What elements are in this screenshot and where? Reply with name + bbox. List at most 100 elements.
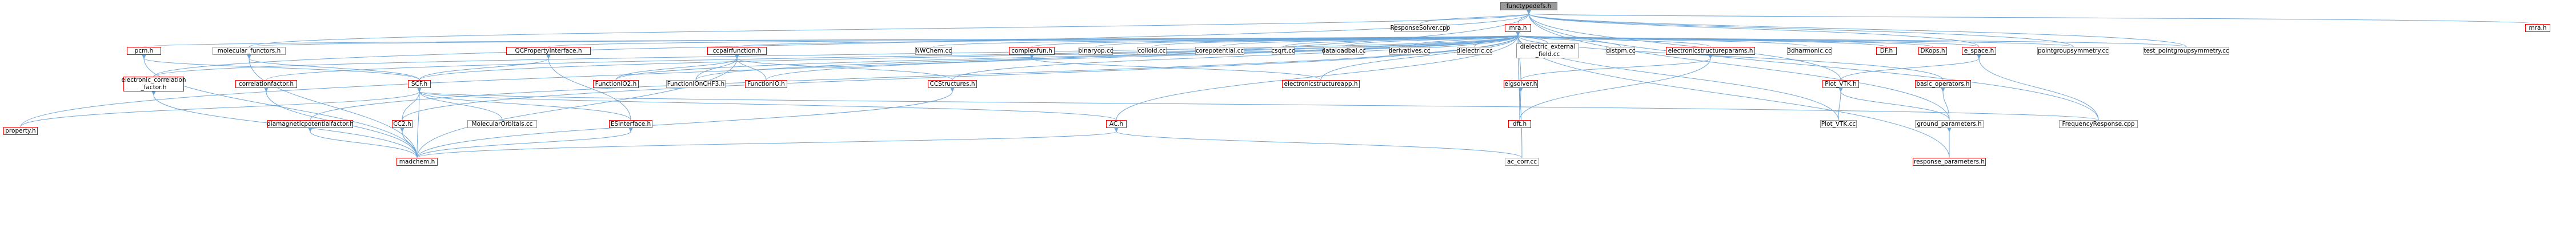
edge-plot-vtk-h-to-plot-vtk-cc: [1838, 87, 1844, 121]
node-esinterface[interactable]: ESInterface.h: [609, 120, 652, 128]
node-df[interactable]: DF.h: [1876, 47, 1897, 55]
edge-mra-to-ccstructures: [952, 31, 1521, 81]
node-test-pointgroup[interactable]: test_pointgroupsymmetry.cc: [2144, 47, 2229, 55]
node-plot-vtk-cc[interactable]: Plot_VTK.cc: [1820, 120, 1857, 128]
edge-esinterface-to-madchem: [416, 127, 634, 158]
edge-mra-to-test-pointgroup: [1515, 31, 2187, 47]
root-node-functypedefs: functypedefs.h: [1500, 2, 1557, 10]
node-ac-corr[interactable]: ac_corr.cc: [1505, 158, 1539, 166]
edge-espace-to-frequencyresponse: [1976, 54, 2099, 121]
node-scf[interactable]: SCF.h: [408, 80, 431, 88]
edge-scf-to-madchem: [416, 87, 422, 158]
edge-mra-to-electron-correlation: [153, 31, 1521, 77]
node-qcprop[interactable]: QCPropertyInterface.h: [506, 47, 591, 55]
edge-functypedefs-to-espace: [1526, 9, 1980, 47]
edge-electronicstructureparams-to-dft: [1519, 54, 1713, 121]
node-binaryop[interactable]: binaryop.cc: [1078, 47, 1113, 55]
node-dielectric[interactable]: dielectric.cc: [1456, 47, 1493, 55]
node-complexfun[interactable]: complexfun.h: [1009, 47, 1055, 55]
node-diamagnetic[interactable]: diamagneticpotentialfactor.h: [267, 120, 354, 128]
node-nwchem[interactable]: NWChem.cc: [915, 47, 952, 55]
edge-cc2-to-madchem: [399, 127, 418, 158]
node-plot-vtk-h[interactable]: Plot_VTK.h: [1822, 80, 1859, 88]
node-electron-correlation[interactable]: electronic_correlation _factor.h: [121, 77, 186, 91]
edge-functypedefs-to-mraa: [1525, 9, 2538, 25]
edge-mra-to-molfunctors: [249, 31, 1521, 47]
node-espace[interactable]: e_space.h: [1962, 47, 1996, 55]
edge-mra-to-cc2: [402, 31, 1521, 121]
edge-espace-to-plot-vtk-h: [1840, 54, 1982, 81]
edge-functypedefs-to-property: [20, 9, 1532, 128]
node-csqrt[interactable]: csqrt.cc: [1271, 47, 1295, 55]
node-molfunctors[interactable]: molecular_functors.h: [213, 47, 286, 55]
edge-electronicstructureparams-to-eigsolver: [1520, 54, 1713, 81]
edge-functypedefs-to-pointgroupsym-cc: [1526, 9, 2074, 47]
node-cc2[interactable]: CC2.h: [392, 120, 412, 128]
node-functionio2[interactable]: FunctionIO2.h: [593, 80, 639, 88]
edge-diamagnetic-to-madchem: [307, 127, 418, 158]
node-dielectric-ext[interactable]: dielectric_external _field.cc: [1516, 43, 1579, 58]
node-ccpairfunction[interactable]: ccpairfunction.h: [707, 47, 767, 55]
node-responsesolver[interactable]: ResponseSolver.cpp: [1390, 24, 1451, 32]
node-correlationfactor[interactable]: correlationfactor.h: [235, 80, 297, 88]
node-colloid[interactable]: colloid.cc: [1137, 47, 1167, 55]
node-electronicstructureapp[interactable]: electronicstructureapp.h: [1282, 80, 1360, 88]
edge-functypedefs-to-molfunctors: [249, 9, 1532, 47]
edge-pcm-to-madchem: [141, 54, 418, 158]
node-ac[interactable]: AC.h: [1106, 120, 1127, 128]
edge-molfunctors-to-scf: [246, 54, 420, 81]
node-dkops[interactable]: DKops.h: [1918, 47, 1947, 55]
edge-mra-to-basic-operators: [1515, 31, 1944, 81]
node-mraa[interactable]: mra.h: [2525, 24, 2550, 32]
node-electronicstructureparams[interactable]: electronicstructureparams.h: [1666, 47, 1755, 55]
edge-functypedefs-to-frequencyresponse: [1526, 9, 2099, 121]
node-derivatives[interactable]: derivatives.cc: [1388, 47, 1431, 55]
edge-pcm-to-scf: [141, 54, 420, 81]
node-hdharmonic[interactable]: 3dharmonic.cc: [1787, 47, 1832, 55]
edge-molfunctors-to-madchem: [246, 54, 418, 158]
edge-scf-to-cc2: [402, 87, 422, 121]
edge-ac-to-madchem: [416, 127, 1119, 158]
node-dft[interactable]: dft.h: [1508, 120, 1531, 128]
edge-complexfun-to-electronicstructureapp: [1029, 54, 1321, 81]
edge-scf-to-property: [20, 87, 422, 128]
node-response-parameters[interactable]: response_parameters.h: [1913, 158, 1986, 166]
node-corepotential[interactable]: corepotential.cc: [1195, 47, 1244, 55]
node-madchem[interactable]: madchem.h: [396, 158, 438, 166]
node-ccstructures[interactable]: CCStructures.h: [928, 80, 977, 88]
edge-mra-to-diamagnetic: [310, 31, 1521, 121]
node-dataloadbal[interactable]: dataloadbal.cc: [1321, 47, 1366, 55]
edge-ccpairfunction-to-functionio2: [615, 54, 740, 81]
edge-mra-to-distpm: [1515, 31, 1621, 47]
edge-scf-to-frequencyresponse: [416, 87, 2099, 121]
edge-ccpairfunction-to-madchem: [416, 54, 740, 158]
edge-basic-operators-to-ground-parameters: [1940, 87, 1950, 121]
edge-mra-to-functionionchf: [695, 31, 1521, 81]
edge-ccpairfunction-to-functionionchf: [695, 54, 740, 81]
edge-mra-to-electronicstructureparams: [1515, 31, 1711, 47]
edge-functypedefs-to-plot-vtk-h: [1526, 9, 1841, 81]
node-mra[interactable]: mra.h: [1505, 24, 1531, 32]
node-property[interactable]: property.h: [3, 127, 38, 135]
node-molecularorbitals[interactable]: MolecularOrbitals.cc: [467, 120, 537, 128]
edge-qcprop-to-scf: [419, 54, 551, 81]
node-eigsolver[interactable]: eigsolver.h: [1504, 80, 1538, 88]
edge-ccpairfunction-to-ccstructures: [734, 54, 953, 81]
node-functionio[interactable]: FunctionIO.h: [745, 80, 787, 88]
node-distpm[interactable]: distpm.cc: [1606, 47, 1636, 55]
edge-ccstructures-to-madchem: [416, 87, 955, 158]
edge-mra-to-functionio2: [615, 31, 1521, 81]
node-pcm[interactable]: pcm.h: [127, 47, 161, 55]
edge-functypedefs-to-responsesolver: [1420, 9, 1532, 25]
node-functionionchf[interactable]: FunctionIOnCHF3.h: [666, 80, 726, 88]
edge-functypedefs-to-ground-parameters: [1526, 9, 1950, 121]
edge-functypedefs-to-electron-correlation: [153, 9, 1532, 77]
edge-plot-vtk-h-to-ground-parameters: [1838, 87, 1950, 121]
node-frequencyresponse[interactable]: FrequencyResponse.cpp: [2059, 120, 2138, 128]
node-pointgroupsym-cc[interactable]: pointgroupsymmetry.cc: [2037, 47, 2109, 55]
node-ground-parameters[interactable]: ground_parameters.h: [1915, 120, 1984, 128]
edge-scf-to-ac: [416, 87, 1117, 121]
node-basic-operators[interactable]: basic_operators.h: [1915, 80, 1971, 88]
